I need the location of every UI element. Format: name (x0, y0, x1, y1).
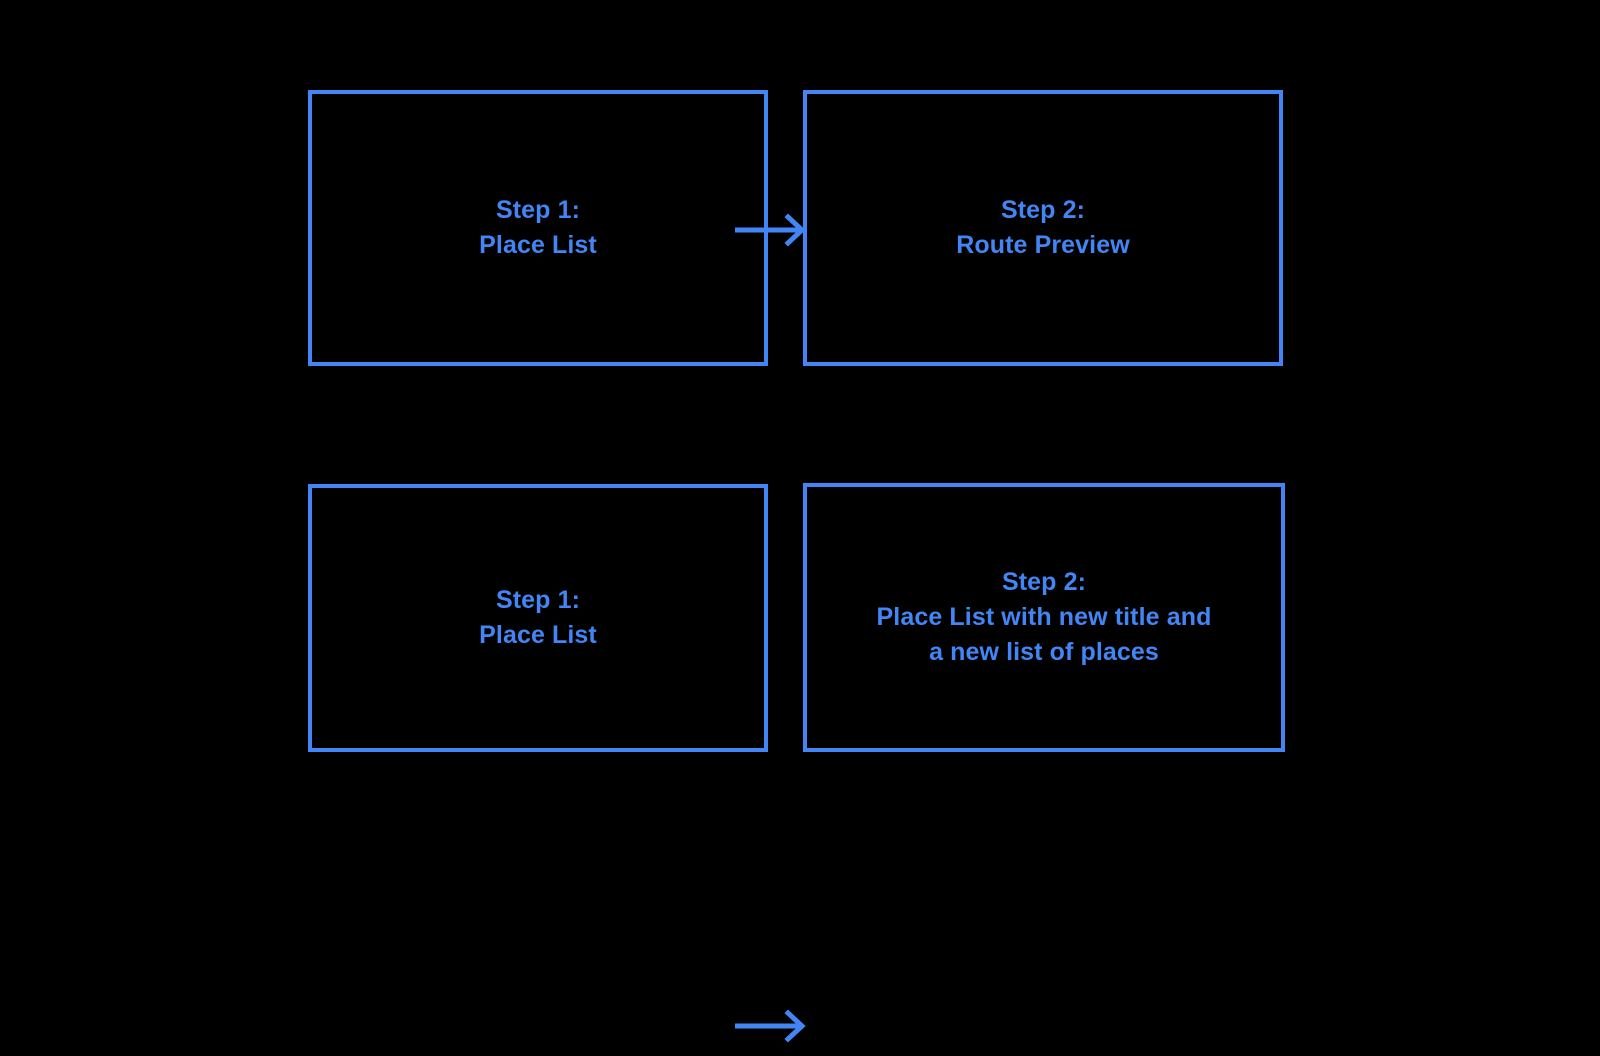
flow-row-top: Step 1: Place List Step 2: Route Preview (0, 0, 1600, 416)
flow-node-label: Step 2: Place List with new title and a … (876, 568, 1212, 666)
flow-connector-row1 (735, 1009, 806, 1043)
flow-node-label: Step 2: Route Preview (956, 196, 1130, 259)
flow-node-row1-step2[interactable]: Step 2: Place List with new title and a … (803, 483, 1285, 752)
flow-row-bottom: Step 1: Place List Step 2: Place List wi… (0, 416, 1600, 1043)
flow-node-label: Step 1: Place List (479, 586, 597, 649)
flow-node-row0-step1[interactable]: Step 1: Place List (308, 90, 768, 366)
flow-connector-row0 (735, 213, 806, 247)
flow-node-row0-step2[interactable]: Step 2: Route Preview (803, 90, 1283, 366)
arrow-head-icon (784, 213, 806, 247)
flow-node-label: Step 1: Place List (479, 196, 597, 259)
flow-node-row1-step1[interactable]: Step 1: Place List (308, 484, 768, 752)
